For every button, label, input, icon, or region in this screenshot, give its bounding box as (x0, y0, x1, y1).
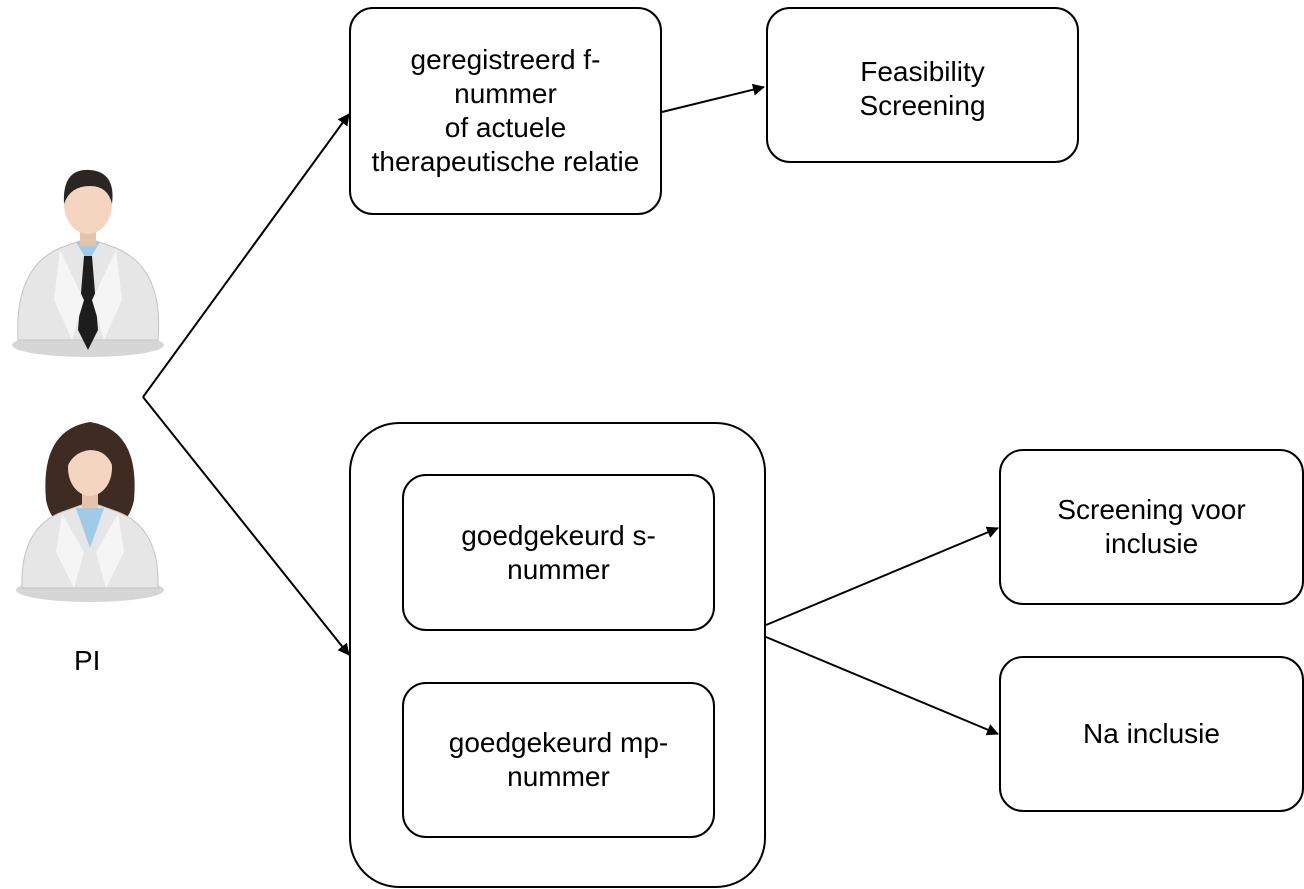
node-text-line: Feasibility (860, 56, 985, 87)
node-text-line: nummer (454, 78, 557, 109)
node-text-line: therapeutische relatie (371, 146, 640, 177)
node-approved-s-number: goedgekeurd s- nummer (402, 474, 715, 631)
arrow-pi-to-group (142, 396, 350, 656)
node-text-line: Screening voor (1057, 494, 1246, 525)
node-text-line: Na inclusie (1083, 718, 1220, 749)
node-text-line: goedgekeurd mp- (448, 727, 669, 758)
arrow-registered-to-feasibility (661, 83, 765, 113)
node-text-line: Screening (859, 90, 986, 121)
arrow-pi-to-registered (142, 113, 350, 398)
female-doctor-icon (16, 422, 164, 602)
node-text-line: nummer (507, 761, 610, 792)
node-na-inclusie: Na inclusie (999, 656, 1304, 812)
node-approved-mp-number: goedgekeurd mp- nummer (402, 682, 715, 838)
node-registered-f-number: geregistreerd f- nummer of actuele thera… (349, 7, 662, 215)
arrow-group-to-screening (765, 526, 999, 626)
node-text-line: of actuele (444, 112, 567, 143)
node-feasibility-screening: Feasibility Screening (766, 7, 1079, 163)
arrow-group-to-na-inclusie (765, 636, 999, 736)
node-text-line: goedgekeurd s- (461, 519, 656, 551)
actor-label-pi: PI (74, 645, 101, 676)
male-doctor-icon (12, 169, 164, 357)
node-text-line: nummer (507, 553, 610, 585)
node-text-line: inclusie (1104, 528, 1199, 559)
node-screening-voor-inclusie: Screening voor inclusie (999, 449, 1304, 605)
node-text-line: geregistreerd f- (410, 44, 601, 75)
